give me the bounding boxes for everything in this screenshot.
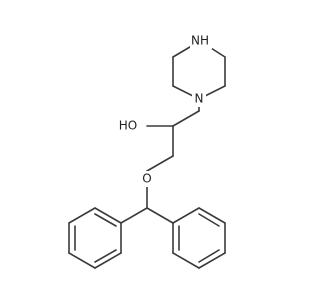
bond <box>68 207 96 224</box>
bond <box>172 110 200 127</box>
bond <box>198 207 226 224</box>
propanol-chain <box>146 98 200 209</box>
bond <box>172 207 200 224</box>
bond <box>146 207 174 224</box>
molecule-structure: NH N HO O <box>68 33 226 269</box>
double-bond <box>198 213 220 227</box>
piperazine-ring <box>172 40 226 100</box>
bond <box>94 207 122 224</box>
atom-labels: NH N HO O <box>116 33 212 187</box>
bond <box>198 252 226 269</box>
bond <box>94 252 122 269</box>
bond <box>172 252 200 269</box>
left-phenyl-ring <box>68 207 122 269</box>
atom-label-ho: HO <box>119 119 137 133</box>
atom-label-o: O <box>142 172 151 186</box>
double-bond <box>94 249 117 263</box>
right-phenyl-ring <box>172 207 226 269</box>
double-bond <box>94 213 117 227</box>
double-bond <box>198 249 220 263</box>
bond <box>68 252 96 269</box>
bond <box>146 155 174 172</box>
atom-label-nh: NH <box>191 34 209 48</box>
benzhydryl-bonds <box>120 207 174 224</box>
bond <box>120 207 148 224</box>
atom-label-n: N <box>195 92 204 106</box>
